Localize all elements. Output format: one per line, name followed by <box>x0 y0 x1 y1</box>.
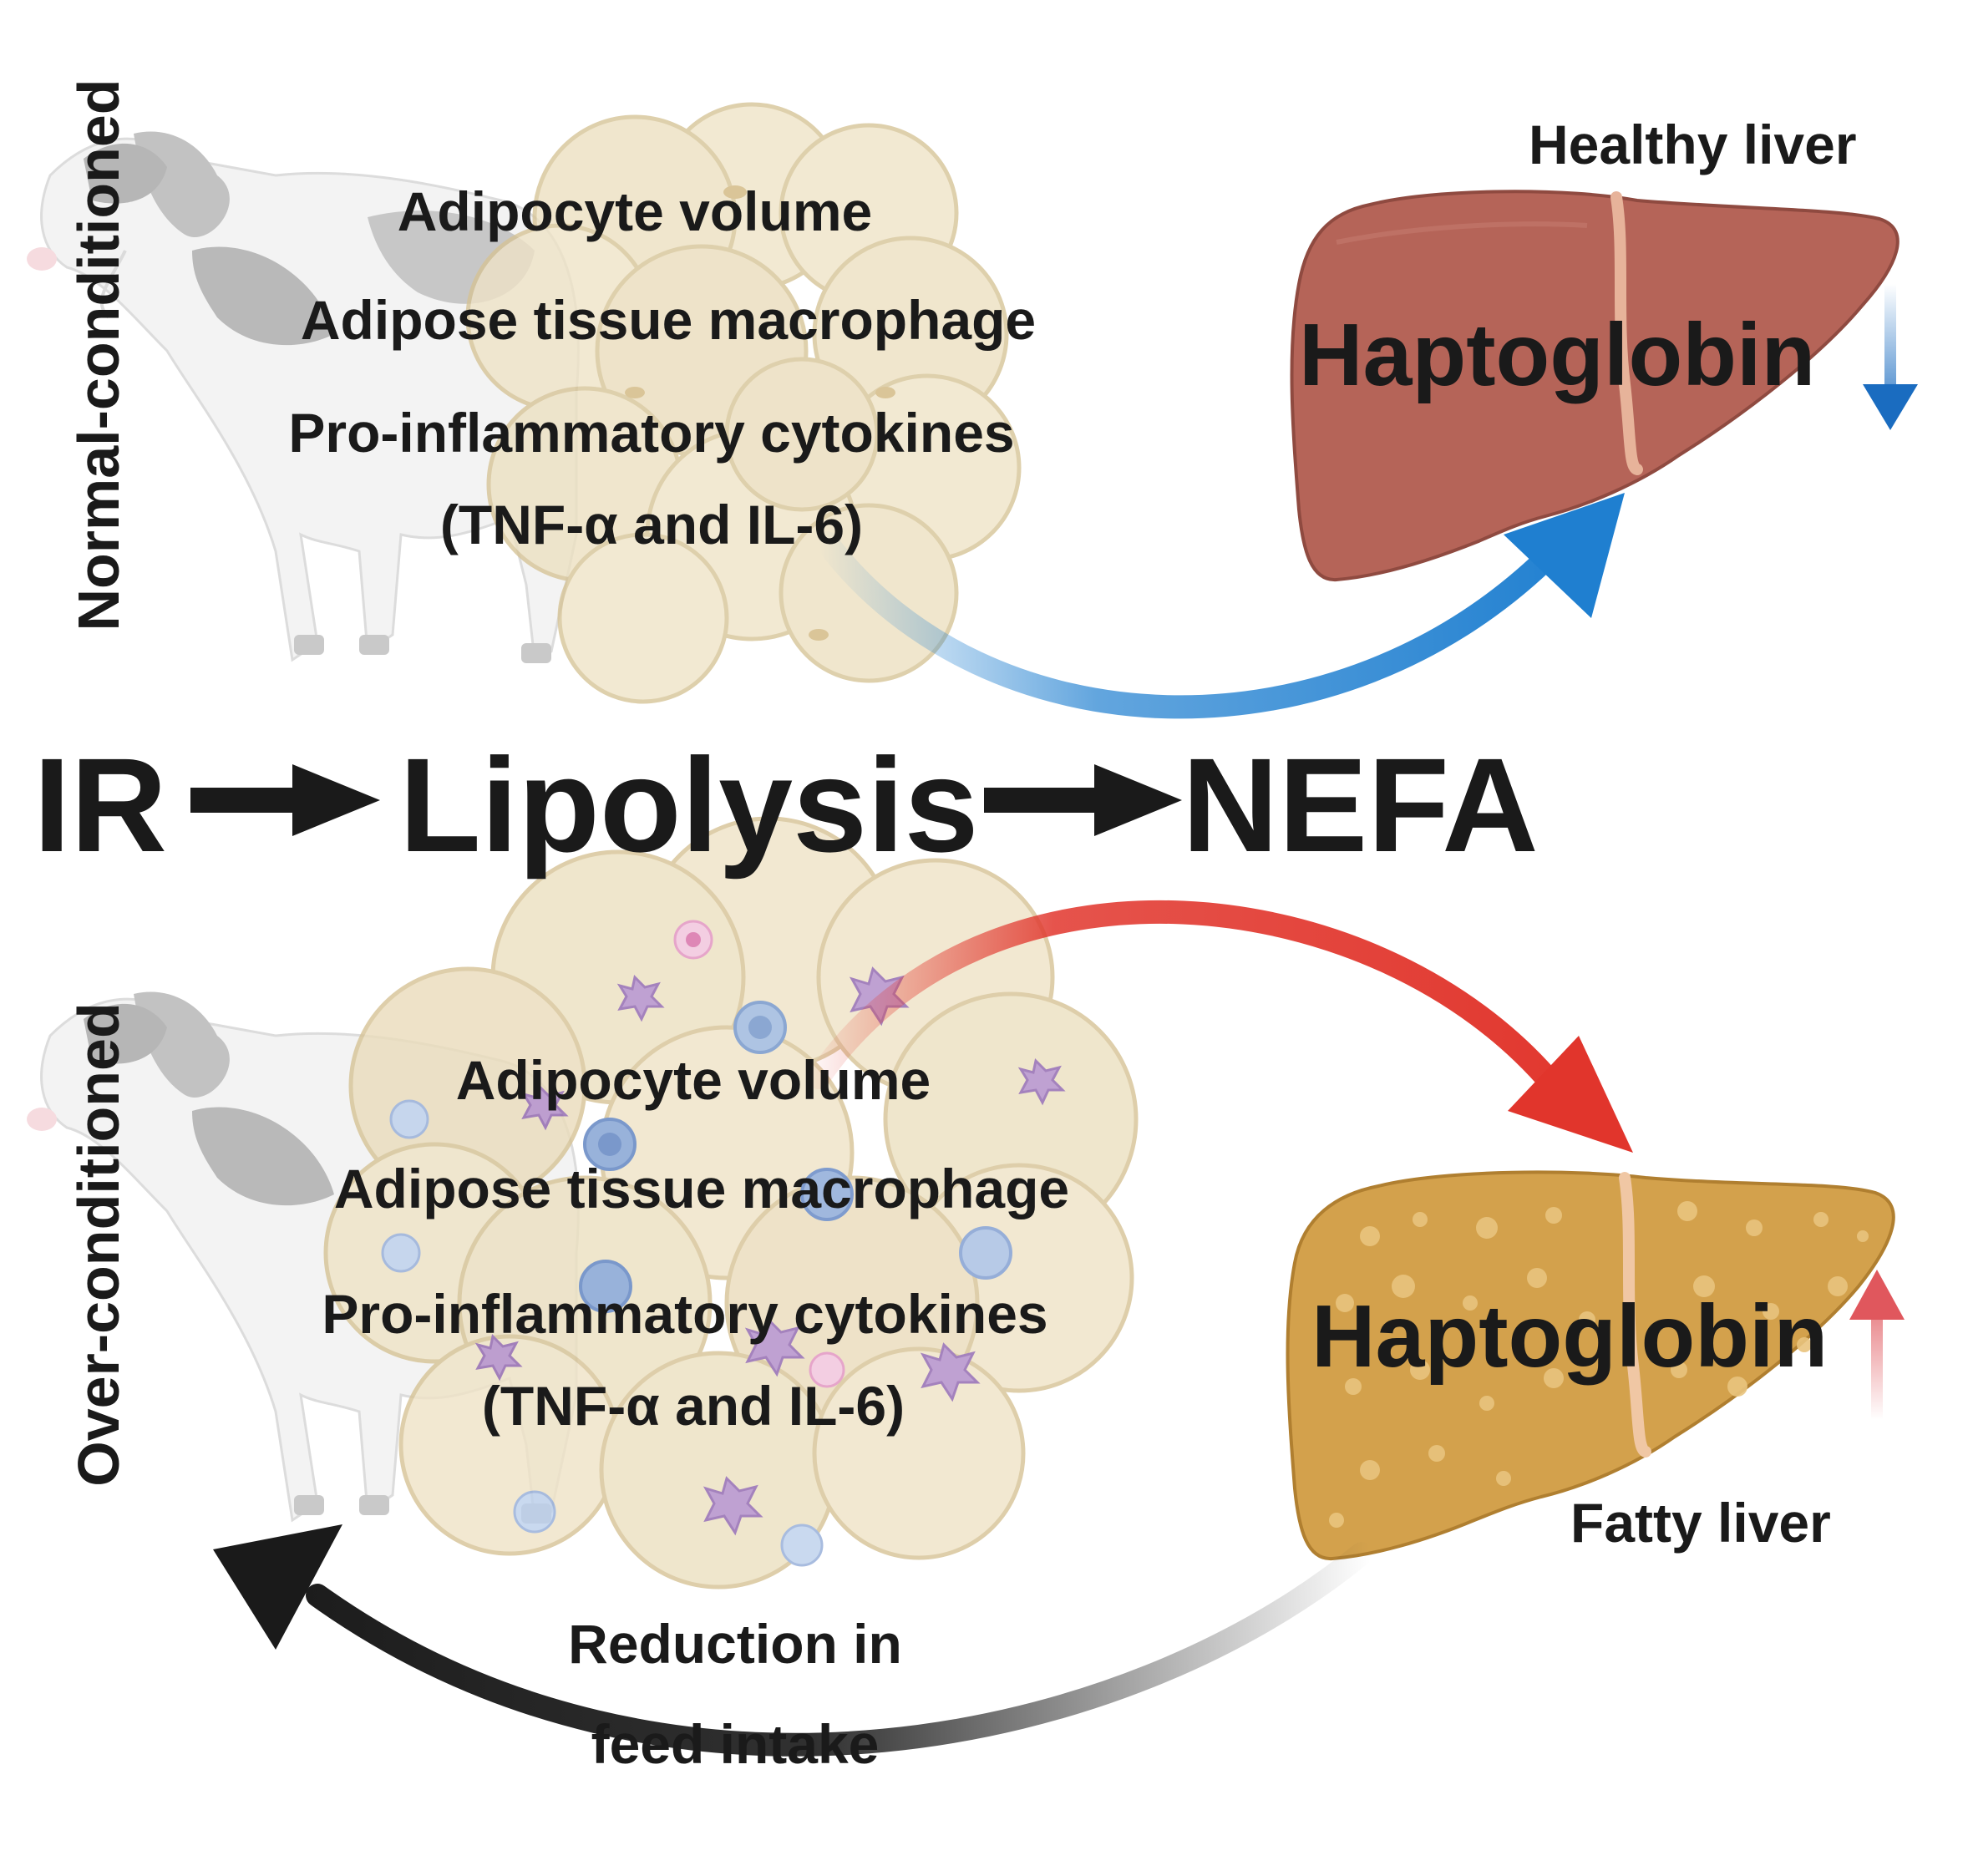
pathway-nefa: NEFA <box>1182 730 1539 880</box>
feedback-label-line-2: feed intake <box>591 1713 880 1775</box>
black-curved-arrow <box>213 1524 1373 1757</box>
healthy-liver-label: Healthy liver <box>1529 114 1857 175</box>
haptoglobin-bottom: Haptoglobin <box>1311 1287 1829 1386</box>
top-line-adipocyte-volume: Adipocyte volume <box>397 180 873 242</box>
adipose-cluster-top <box>465 102 1022 704</box>
adipose-cluster-bottom <box>323 816 1139 1590</box>
bottom-line-tnf-il6: (TNF-α and IL-6) <box>481 1375 905 1437</box>
haptoglobin-top: Haptoglobin <box>1299 306 1816 404</box>
fatty-liver-label: Fatty liver <box>1570 1492 1831 1554</box>
pathway-lipolysis: Lipolysis <box>399 730 979 880</box>
top-line-tnf-il6: (TNF-α and IL-6) <box>439 494 864 555</box>
top-line-adipose-macrophage: Adipose tissue macrophage <box>300 289 1037 351</box>
red-curved-arrow <box>807 900 1633 1153</box>
top-line-cytokines: Pro-inflammatory cytokines <box>288 402 1015 464</box>
normal-conditioned-label: Normal-conditioned <box>66 79 131 631</box>
feedback-label-line-1: Reduction in <box>568 1613 902 1675</box>
bottom-line-adipocyte-volume: Adipocyte volume <box>455 1049 931 1111</box>
over-conditioned-label: Over-conditioned <box>66 1002 131 1487</box>
bottom-line-cytokines: Pro-inflammatory cytokines <box>322 1283 1048 1345</box>
fatty-liver-illustration <box>1286 1170 1895 1561</box>
healthy-liver-illustration <box>1290 190 1900 582</box>
pathway-arrow-1 <box>190 764 380 836</box>
pathway-arrow-2 <box>984 764 1182 836</box>
down-arrow-icon <box>1863 284 1918 430</box>
up-arrow-icon <box>1849 1270 1905 1420</box>
blue-curved-arrow <box>815 493 1625 719</box>
cow-top-illustration <box>27 131 580 663</box>
bottom-line-adipose-macrophage: Adipose tissue macrophage <box>333 1158 1070 1219</box>
pathway-ir: IR <box>33 730 167 880</box>
